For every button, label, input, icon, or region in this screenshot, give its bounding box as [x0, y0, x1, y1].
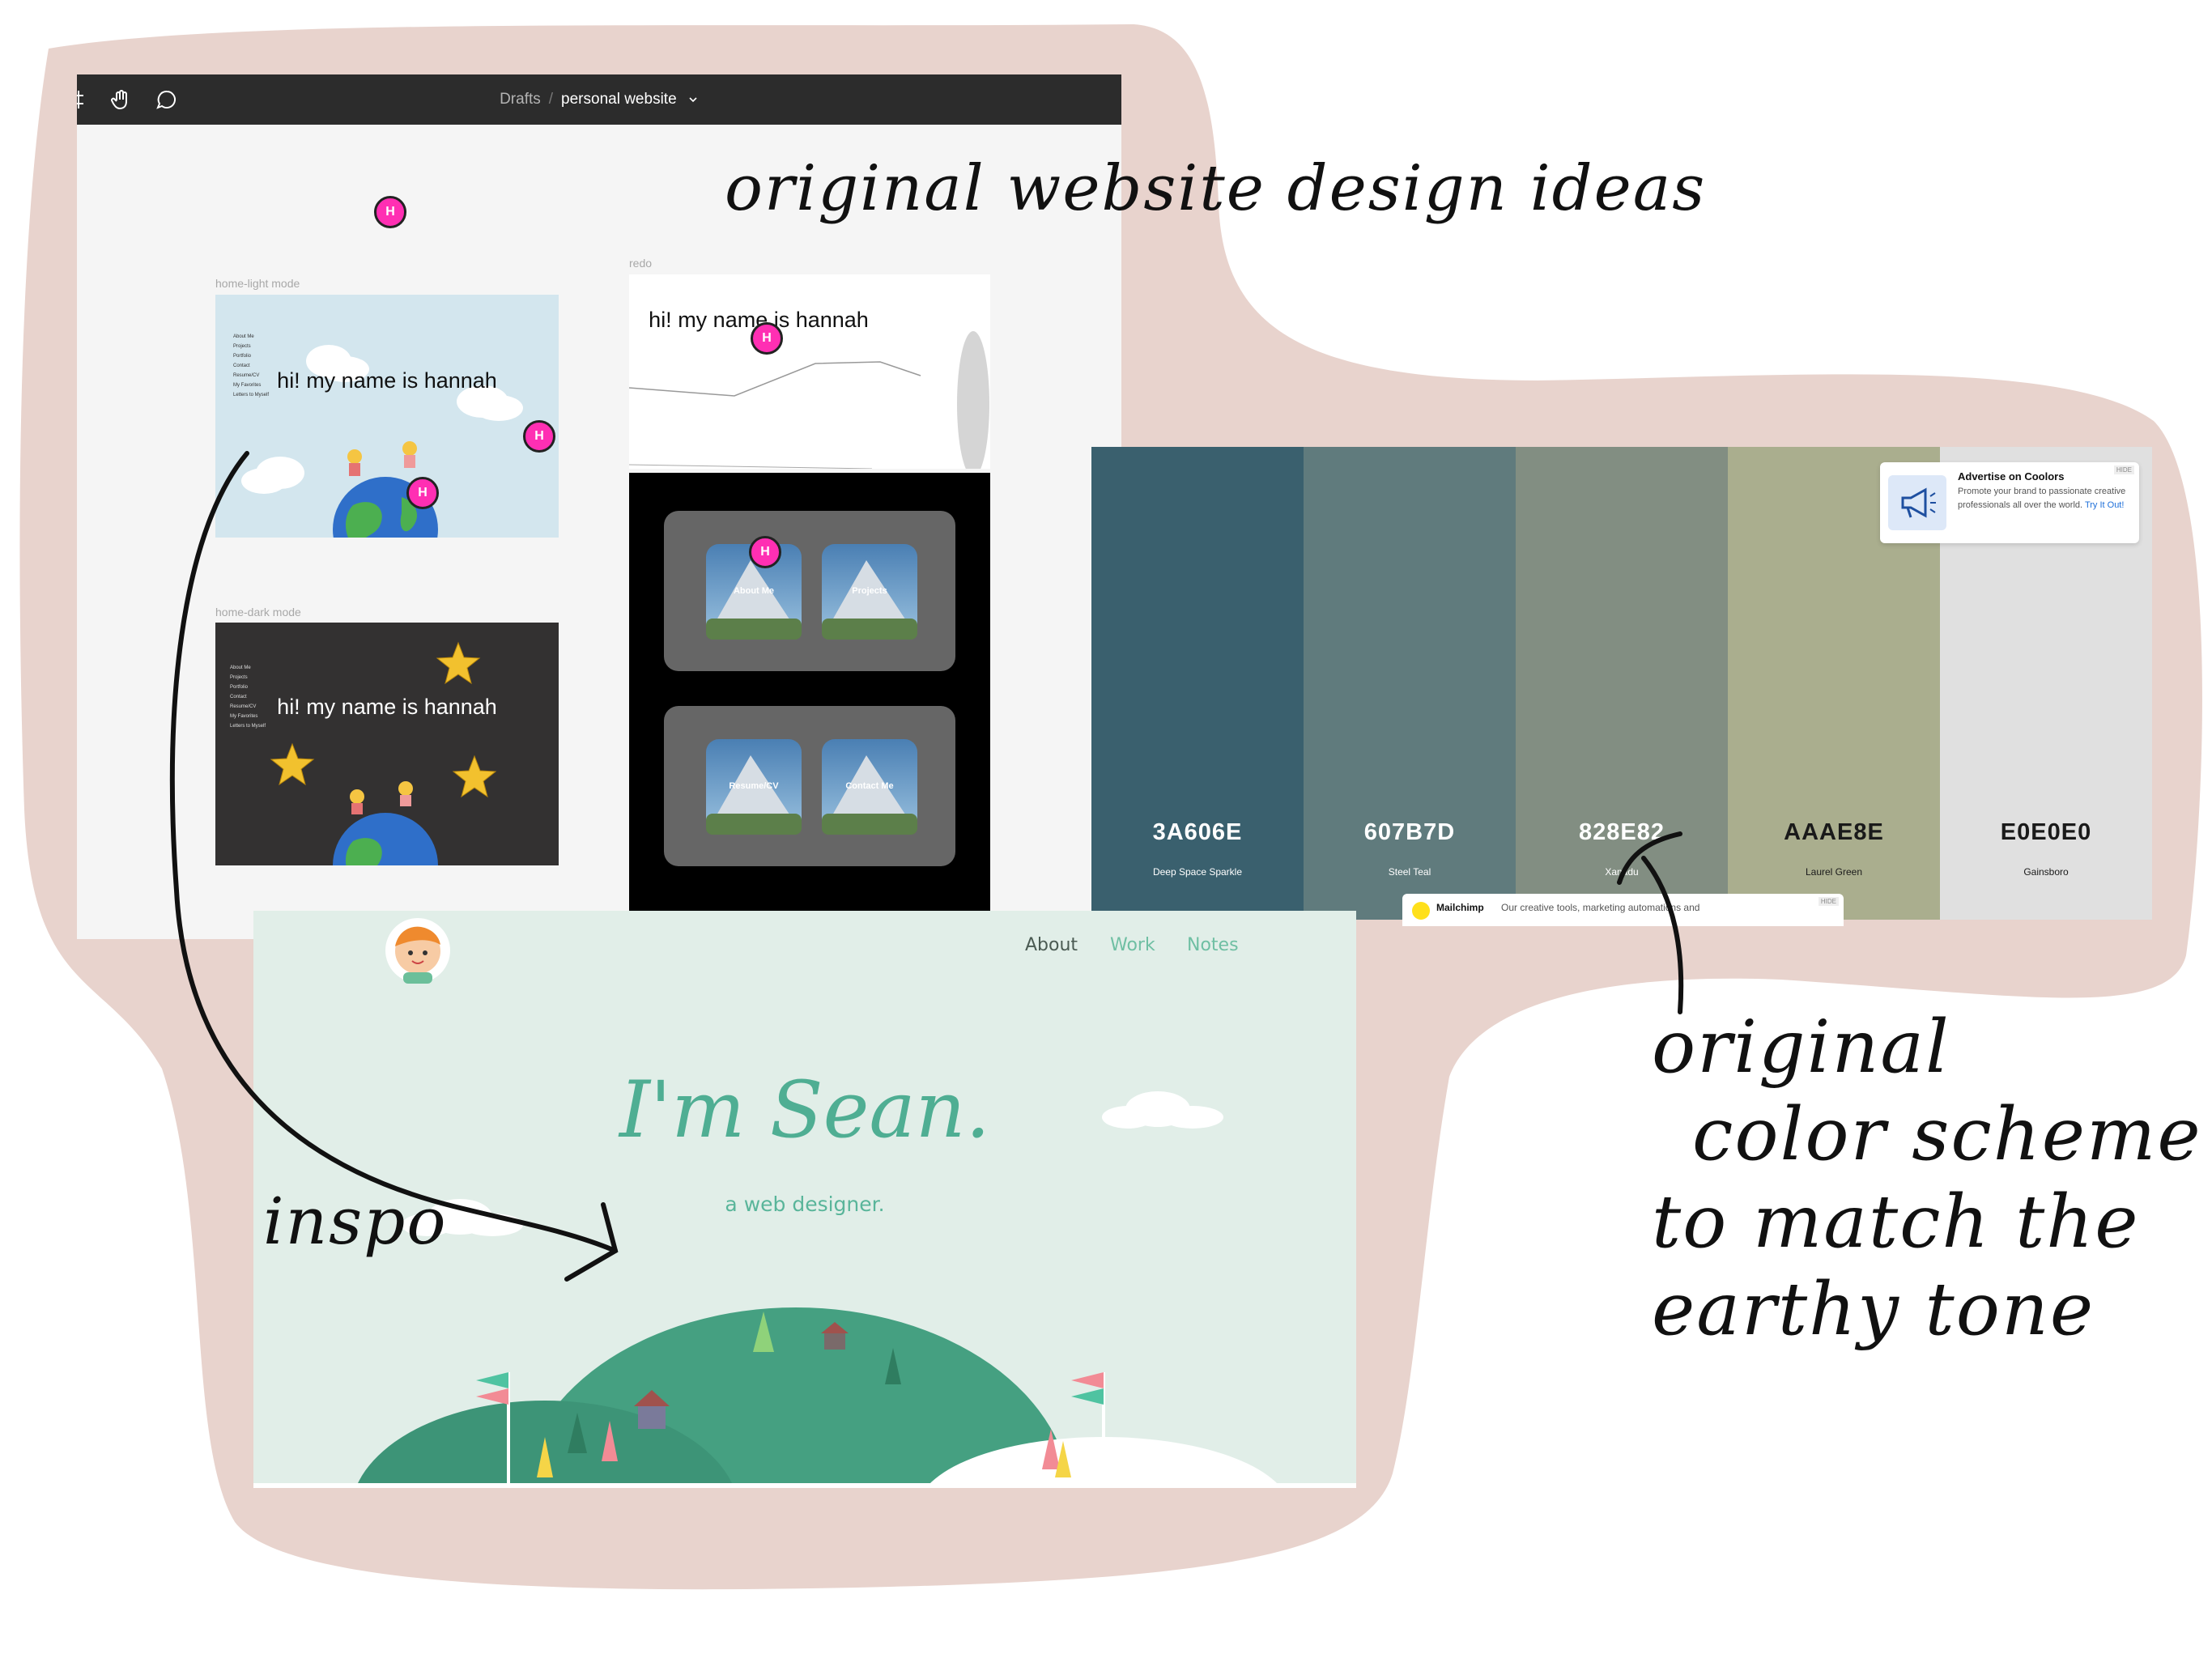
ad-body: Promote your brand to passionate creativ… — [1958, 487, 2126, 510]
collaborator-cursor: H — [406, 477, 439, 509]
tile-about-me[interactable]: About Me — [733, 586, 775, 596]
figma-toolbar: Drafts / personal website — [77, 74, 1121, 125]
breadcrumb: Drafts / personal website — [77, 74, 1121, 125]
swatch-hex[interactable]: 3A606E — [1152, 819, 1243, 845]
ad-title: Advertise on Coolors — [1958, 470, 2065, 483]
hand-tool-icon[interactable] — [109, 87, 134, 112]
frame-redo-top[interactable]: hi! my name is hannah — [629, 274, 990, 469]
tile-projects[interactable]: Projects — [852, 586, 887, 596]
breadcrumb-drafts[interactable]: Drafts — [500, 91, 541, 108]
collaborator-cursor: H — [523, 420, 555, 453]
swatch-name: Steel Teal — [1388, 866, 1431, 878]
inspiration-website: About Work Notes I'm Sean. a web designe… — [253, 911, 1356, 1488]
frame-greeting: hi! my name is hannah — [277, 695, 497, 719]
megaphone-icon — [1888, 475, 1946, 530]
nav-notes[interactable]: Notes — [1187, 935, 1239, 955]
mailchimp-hide-button[interactable]: HIDE — [1818, 897, 1839, 906]
file-name[interactable]: personal website — [561, 91, 677, 108]
swatch-3a606e[interactable]: 3A606E Deep Space Sparkle — [1091, 447, 1304, 920]
ad-cta-link[interactable]: Try It Out! — [2084, 500, 2125, 510]
collaborator-cursor: H — [374, 196, 406, 228]
nav-work[interactable]: Work — [1110, 935, 1155, 955]
frame-illustration — [270, 641, 497, 865]
hero-name: I'm Sean. — [619, 1065, 990, 1155]
swatch-name: Gainsboro — [2023, 866, 2069, 878]
nav-about[interactable]: About — [1025, 935, 1078, 955]
tile-images — [706, 544, 917, 835]
swatch-hex[interactable]: AAAE8E — [1784, 819, 1884, 845]
mailchimp-ad[interactable]: Mailchimp Our creative tools, marketing … — [1402, 894, 1844, 926]
frame-redo-bottom[interactable]: About Me Projects Resume/CV Contact Me — [629, 473, 990, 939]
frame-illustration — [629, 331, 989, 469]
ad-card[interactable]: Advertise on Coolors Promote your brand … — [1880, 462, 2139, 543]
swatch-name: Laurel Green — [1805, 866, 1863, 878]
swatch-hex[interactable]: 607B7D — [1363, 819, 1456, 845]
swatch-name: Deep Space Sparkle — [1152, 866, 1243, 878]
note-original-website: original website design ideas — [725, 152, 1707, 225]
avatar[interactable] — [383, 916, 453, 985]
frame-label-light: home-light mode — [215, 277, 300, 290]
swatch-607b7d[interactable]: 607B7D Steel Teal — [1304, 447, 1516, 920]
ad-hide-button[interactable]: HIDE — [2113, 466, 2134, 474]
mailchimp-brand: Mailchimp — [1436, 902, 1484, 913]
landscape-illustration — [253, 1091, 1356, 1488]
color-palette: 3A606E Deep Space Sparkle 607B7D Steel Teal… — [1091, 447, 2152, 920]
tile-contact[interactable]: Contact Me — [845, 781, 894, 791]
frame-icon[interactable] — [77, 87, 96, 112]
figma-window: Drafts / personal website H home-light mod… — [77, 74, 1121, 939]
tile-resume[interactable]: Resume/CV — [729, 781, 779, 791]
collaborator-cursor: H — [749, 536, 781, 568]
frame-greeting: hi! my name is hannah — [277, 368, 497, 393]
mailchimp-logo-icon — [1412, 902, 1430, 920]
swatch-hex[interactable]: E0E0E0 — [2000, 819, 2092, 845]
hero-subtitle: a web designer. — [725, 1192, 885, 1216]
frame-label-dark: home-dark mode — [215, 606, 301, 619]
mailchimp-text: Our creative tools, marketing automation… — [1501, 902, 1700, 913]
swatch-hex[interactable]: 828E82 — [1579, 819, 1665, 845]
note-inspo: inspo — [263, 1184, 448, 1259]
collaborator-cursor: H — [751, 322, 783, 355]
note-color-scheme: original color scheme to match the earth… — [1652, 1005, 2202, 1352]
comment-icon[interactable] — [155, 87, 179, 112]
breadcrumb-separator: / — [548, 91, 554, 108]
frame-label-redo: redo — [629, 257, 653, 270]
chevron-down-icon[interactable] — [687, 96, 699, 104]
